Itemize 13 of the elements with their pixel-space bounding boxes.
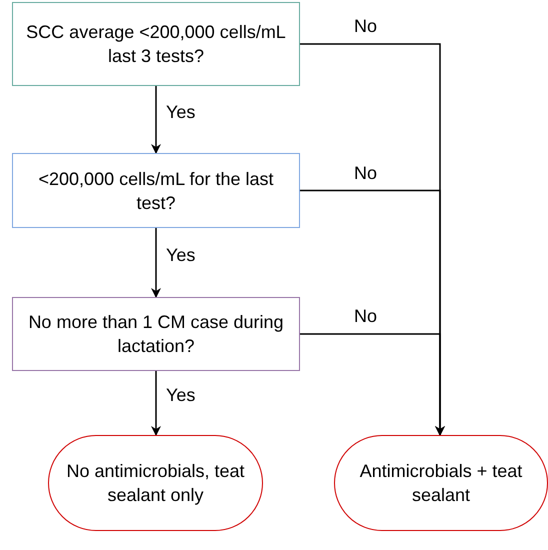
decision-box — [12, 2, 300, 86]
arrow — [151, 371, 161, 436]
node-text: No more than 1 CM case during lactation? — [27, 311, 285, 358]
decision-box — [12, 297, 300, 371]
node-text: <200,000 cells/mL for the last test? — [38, 168, 274, 214]
terminal-box — [334, 435, 548, 531]
node-text: SCC average <200,000 cells/mL last 3 tests? — [25, 21, 287, 68]
arrow — [300, 333, 445, 436]
arrow — [151, 228, 161, 298]
node-text: No antimicrobials, teat sealant only — [65, 460, 246, 507]
node-text: Antimicrobials + teat sealant — [358, 460, 524, 507]
arrow — [151, 86, 161, 154]
decision-box — [12, 153, 300, 228]
